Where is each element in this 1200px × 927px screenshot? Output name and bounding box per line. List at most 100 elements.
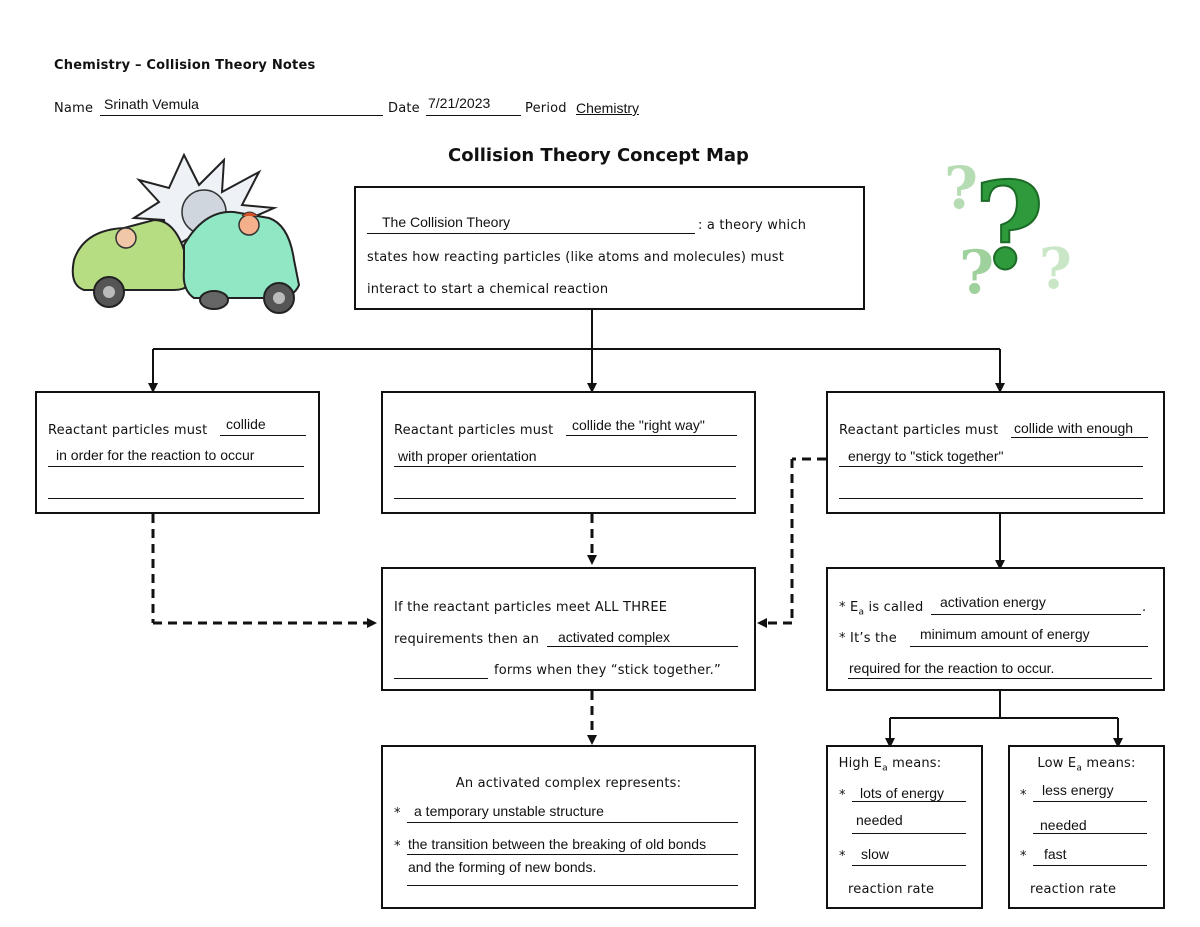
ea-value2: minimum amount of energy: [920, 626, 1090, 642]
car-crash-illustration: [71, 152, 301, 314]
high-ea-value1: lots of energy: [860, 785, 945, 801]
complex-represents-box: [381, 745, 756, 909]
name-field[interactable]: [100, 115, 383, 116]
period-value: Chemistry: [576, 100, 640, 116]
theory-definition-1: : a theory which: [698, 218, 807, 233]
low-ea-footer: reaction rate: [1030, 882, 1117, 897]
low-ea-heading: Low Ea means:: [1008, 756, 1165, 774]
requirement-orientation-box: [381, 391, 756, 514]
activation-energy-box: [826, 567, 1165, 691]
ea-value3: required for the reaction to occur.: [849, 660, 1055, 676]
requirement-energy-blank3[interactable]: [839, 498, 1143, 499]
requirement-collide-value1: collide: [226, 416, 266, 432]
low-ea-heading-sub: a: [1076, 763, 1083, 774]
complex-item2-blank2[interactable]: [407, 885, 738, 886]
requirement-collide-blank1[interactable]: [220, 435, 306, 436]
complex-represents-heading: An activated complex represents:: [455, 776, 682, 791]
complex-bullet-1: *: [394, 806, 401, 821]
complex-item1-value: a temporary unstable structure: [414, 803, 604, 819]
high-ea-value3: slow: [861, 846, 890, 862]
ea-blank1[interactable]: [931, 614, 1141, 615]
activated-complex-blank[interactable]: [547, 646, 738, 647]
requirement-collide-value2: in order for the reaction to occur: [56, 447, 255, 463]
high-ea-heading: High Ea means:: [826, 756, 954, 774]
low-ea-blank2[interactable]: [1033, 833, 1147, 834]
activated-complex-text1: If the reactant particles meet ALL THREE: [394, 600, 668, 615]
concept-map-title: Collision Theory Concept Map: [448, 145, 749, 166]
high-ea-blank2[interactable]: [852, 833, 966, 834]
low-ea-bullet-2: *: [1020, 849, 1027, 864]
ea-value1: activation energy: [940, 594, 1046, 610]
high-ea-blank3[interactable]: [852, 865, 966, 866]
low-ea-value1: less energy: [1042, 782, 1114, 798]
requirement-energy-blank2[interactable]: [839, 466, 1143, 467]
high-ea-value2: needed: [856, 812, 903, 828]
svg-text:?: ?: [974, 156, 1044, 297]
low-ea-bullet-1: *: [1020, 788, 1027, 803]
activated-complex-box: [381, 567, 756, 691]
requirement-energy-blank1[interactable]: [1011, 437, 1148, 438]
ea-line2: * It’s the: [839, 631, 897, 646]
activated-complex-text3: forms when they “stick together.”: [494, 663, 721, 678]
requirement-energy-value2: energy to "stick together": [848, 448, 1004, 464]
complex-item1-blank[interactable]: [407, 822, 738, 823]
high-ea-heading-pre: High E: [838, 756, 883, 771]
ea-blank2[interactable]: [910, 646, 1148, 647]
ea-line1-prefix: * E: [839, 600, 859, 615]
activated-complex-text2: requirements then an: [394, 632, 540, 647]
high-ea-heading-post: means:: [887, 756, 942, 771]
requirement-collide-box: [35, 391, 320, 514]
low-ea-value3: fast: [1044, 846, 1067, 862]
high-ea-bullet-2: *: [839, 849, 846, 864]
high-ea-blank1[interactable]: [852, 801, 966, 802]
requirement-orientation-value2: with proper orientation: [398, 448, 537, 464]
ea-period: .: [1142, 600, 1147, 615]
theory-definition-3: interact to start a chemical reaction: [367, 282, 609, 297]
high-ea-box: [826, 745, 983, 909]
low-ea-blank3[interactable]: [1033, 865, 1147, 866]
theory-definition-2: states how reacting particles (like atom…: [367, 250, 785, 265]
complex-item2-value1: the transition between the breaking of o…: [408, 836, 707, 852]
low-ea-blank1[interactable]: [1033, 801, 1147, 802]
requirement-collide-blank3[interactable]: [48, 498, 304, 499]
date-value: 7/21/2023: [428, 95, 491, 111]
low-ea-value2: needed: [1040, 817, 1087, 833]
activated-complex-value: activated complex: [558, 629, 671, 645]
activated-complex-blank2[interactable]: [394, 678, 488, 679]
ea-blank3[interactable]: [848, 678, 1152, 679]
svg-text:?: ?: [1039, 236, 1072, 302]
date-field[interactable]: [426, 115, 521, 116]
name-value: Srinath Vemula: [104, 96, 199, 112]
requirement-orientation-value1: collide the "right way": [572, 417, 705, 433]
ea-line1-suffix: is called: [864, 600, 924, 615]
high-ea-bullet-1: *: [839, 788, 846, 803]
ea-line1-sub: a: [858, 607, 865, 618]
name-label: Name: [54, 101, 94, 116]
theory-name-value: The Collision Theory: [382, 214, 511, 230]
ea-line1: * Ea is called: [839, 600, 923, 618]
document-title: Chemistry – Collision Theory Notes: [54, 58, 316, 73]
theory-name-blank[interactable]: [367, 233, 695, 234]
collision-theory-box: [354, 186, 865, 310]
requirement-energy-box: [826, 391, 1165, 514]
requirement-collide-prefix: Reactant particles must: [48, 423, 208, 438]
date-label: Date: [388, 101, 420, 116]
complex-bullet-2: *: [394, 839, 401, 854]
requirement-collide-blank2[interactable]: [48, 466, 304, 467]
requirement-energy-value1: collide with enough: [1014, 420, 1134, 436]
high-ea-footer: reaction rate: [848, 882, 935, 897]
svg-text:?: ?: [944, 154, 978, 222]
low-ea-heading-pre: Low E: [1037, 756, 1077, 771]
svg-text:?: ?: [959, 238, 994, 308]
requirement-orientation-prefix: Reactant particles must: [394, 423, 554, 438]
requirement-orientation-blank1[interactable]: [566, 435, 737, 436]
high-ea-heading-sub: a: [882, 763, 888, 774]
requirement-orientation-blank3[interactable]: [394, 498, 736, 499]
complex-item2-blank1[interactable]: [407, 854, 738, 855]
requirement-orientation-blank2[interactable]: [394, 466, 736, 467]
low-ea-heading-post: means:: [1082, 756, 1136, 771]
requirement-energy-prefix: Reactant particles must: [839, 423, 999, 438]
period-label: Period: [525, 101, 567, 116]
complex-item2-value2: and the forming of new bonds.: [408, 859, 597, 875]
question-marks-illustration: ? ? ? ?: [944, 154, 1072, 308]
